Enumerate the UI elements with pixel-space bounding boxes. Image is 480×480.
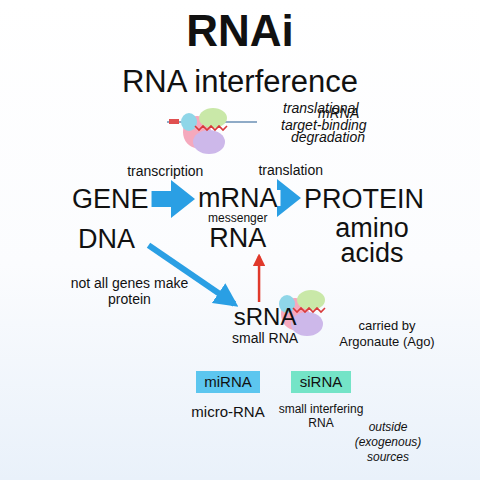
protein-node: PROTEINamino acids xyxy=(304,184,424,266)
flow-arrow xyxy=(258,256,261,302)
gene-node: GENE DNA xyxy=(72,184,149,254)
mirna-box: miRNAmicro-RNA xyxy=(196,371,260,393)
node-subtext: RNA xyxy=(198,225,278,252)
node-subtext: messenger xyxy=(198,212,278,225)
node-subtext: amino acids xyxy=(322,216,422,266)
node-subtext: small interfering RNA xyxy=(266,402,376,430)
node-subtext: micro-RNA xyxy=(176,403,280,420)
mrna-node: mRNAmessengerRNA xyxy=(198,184,278,252)
argonaute-illustration xyxy=(167,108,257,154)
node-heading: GENE xyxy=(72,184,149,214)
node-heading: mRNA xyxy=(198,184,278,212)
node-heading: siRNA xyxy=(291,371,351,393)
node-heading: sRNA xyxy=(232,304,298,330)
cap-symbol xyxy=(169,119,179,124)
block-arrow xyxy=(152,180,195,218)
sirna-box: siRNAsmall interfering RNA xyxy=(291,371,351,393)
diagram-title: RNAi xyxy=(0,6,480,56)
node-subtext: DNA xyxy=(72,224,149,254)
subtitle: RNA interference xyxy=(0,64,480,100)
protein-lobe xyxy=(297,290,325,310)
annotation-note: outside (exogenous) sources xyxy=(352,420,424,465)
annotation-note: carried by Argonaute (Ago) xyxy=(332,318,442,350)
node-heading: miRNA xyxy=(196,371,260,393)
edge-label: translation xyxy=(258,162,323,178)
node-heading: PROTEIN xyxy=(304,184,424,214)
edge-label: not all genes make protein xyxy=(59,275,199,307)
node-subtext: small RNA xyxy=(232,330,298,346)
srna-node: sRNAsmall RNA xyxy=(232,304,298,346)
block-arrow xyxy=(277,179,301,217)
protein-lobe xyxy=(181,113,197,131)
edge-label: transcription xyxy=(127,163,203,179)
rna-strand xyxy=(293,308,325,312)
process-note: degradation xyxy=(291,129,365,145)
protein-lobe xyxy=(193,130,225,154)
protein-lobe xyxy=(199,108,227,128)
rna-strand xyxy=(195,126,227,130)
